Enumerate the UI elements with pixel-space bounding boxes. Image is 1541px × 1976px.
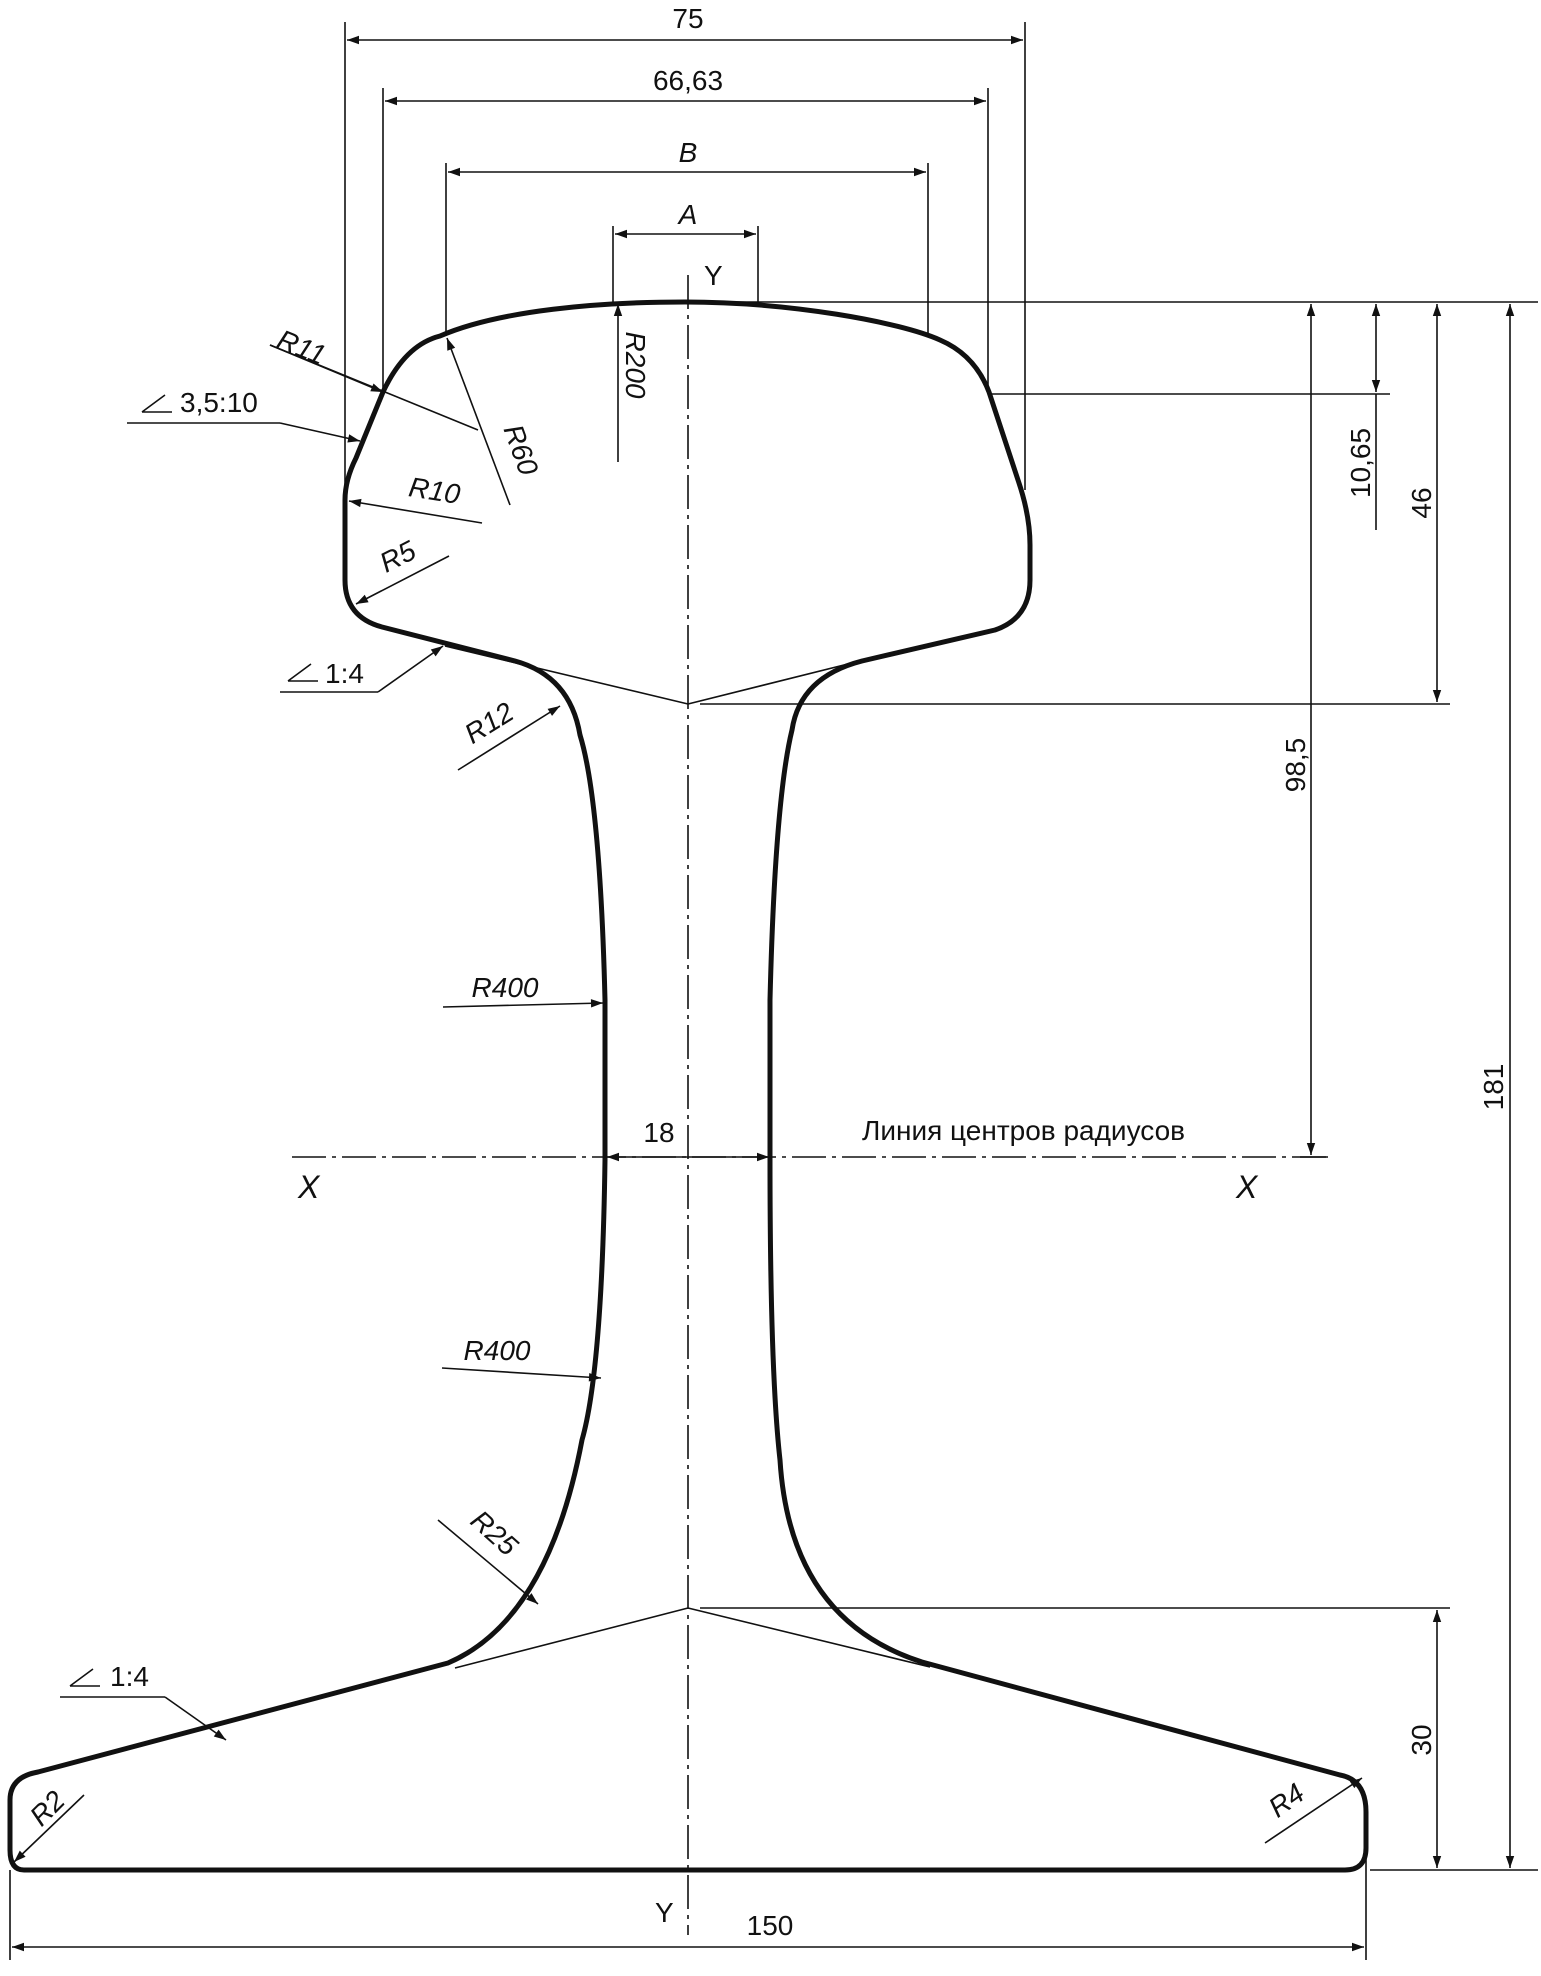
dim-181-text: 181 xyxy=(1478,1064,1509,1111)
r60-text: R60 xyxy=(498,420,545,479)
r400-lower-text: R400 xyxy=(464,1335,531,1366)
r10-text: R10 xyxy=(407,471,463,510)
base-top-right-line xyxy=(687,1607,931,1668)
dim-a-text: A xyxy=(677,199,698,230)
r5-text: R5 xyxy=(375,534,421,578)
x-axis-label-right: X xyxy=(1235,1169,1259,1205)
r400-lower-leader xyxy=(441,1367,602,1382)
r12-leader xyxy=(457,705,561,771)
r400-upper-leader xyxy=(442,999,604,1008)
r2-leader xyxy=(13,1794,85,1863)
slope-head-text: 1:4 xyxy=(325,658,364,689)
dim-66-63-text: 66,63 xyxy=(653,65,723,96)
r11-text: R11 xyxy=(273,324,330,371)
r10-leader xyxy=(348,498,483,524)
r60-leader xyxy=(446,337,511,506)
rail-profile-outline xyxy=(7,299,1369,1873)
r4-leader xyxy=(1264,1777,1363,1844)
r4-text: R4 xyxy=(1263,1777,1310,1823)
r2-text: R2 xyxy=(24,1784,72,1832)
dim-30-text: 30 xyxy=(1406,1724,1437,1755)
slope-3-5-arrow xyxy=(279,422,361,443)
x-axis-label-left: X xyxy=(297,1169,321,1205)
head-underside-right-line xyxy=(687,658,869,705)
head-underside-left-line xyxy=(444,645,689,705)
y-axis-label-bottom: Y xyxy=(655,1897,674,1928)
r11-arrow xyxy=(269,344,384,393)
dim-10-65-text: 10,65 xyxy=(1345,428,1376,498)
r400-upper-text: R400 xyxy=(472,972,539,1003)
slope-base-text: 1:4 xyxy=(110,1661,149,1692)
r200-text: R200 xyxy=(620,332,651,399)
slope-base-angle-icon xyxy=(69,1668,100,1687)
base-top-left-line xyxy=(454,1607,689,1669)
y-axis-label-top: Y xyxy=(704,260,723,291)
slope-base-arrow xyxy=(164,1696,227,1741)
dim-18-text: 18 xyxy=(643,1117,674,1148)
dim-46-text: 46 xyxy=(1406,487,1437,518)
dim-98-5-text: 98,5 xyxy=(1280,738,1311,793)
r5-leader xyxy=(355,555,450,605)
slope-head-arrow xyxy=(377,645,444,693)
dim-75-text: 75 xyxy=(672,3,703,34)
dim-150-text: 150 xyxy=(747,1910,794,1941)
slope-3-5-text: 3,5:10 xyxy=(180,387,258,418)
slope-3-5-angle-icon xyxy=(141,394,172,413)
r12-text: R12 xyxy=(459,696,519,750)
dim-b-text: B xyxy=(679,137,698,168)
r25-leader xyxy=(437,1519,539,1605)
slope-head-angle-icon xyxy=(287,663,318,682)
r25-text: R25 xyxy=(465,1504,524,1562)
centers-line-label: Линия центров радиусов xyxy=(862,1115,1185,1146)
